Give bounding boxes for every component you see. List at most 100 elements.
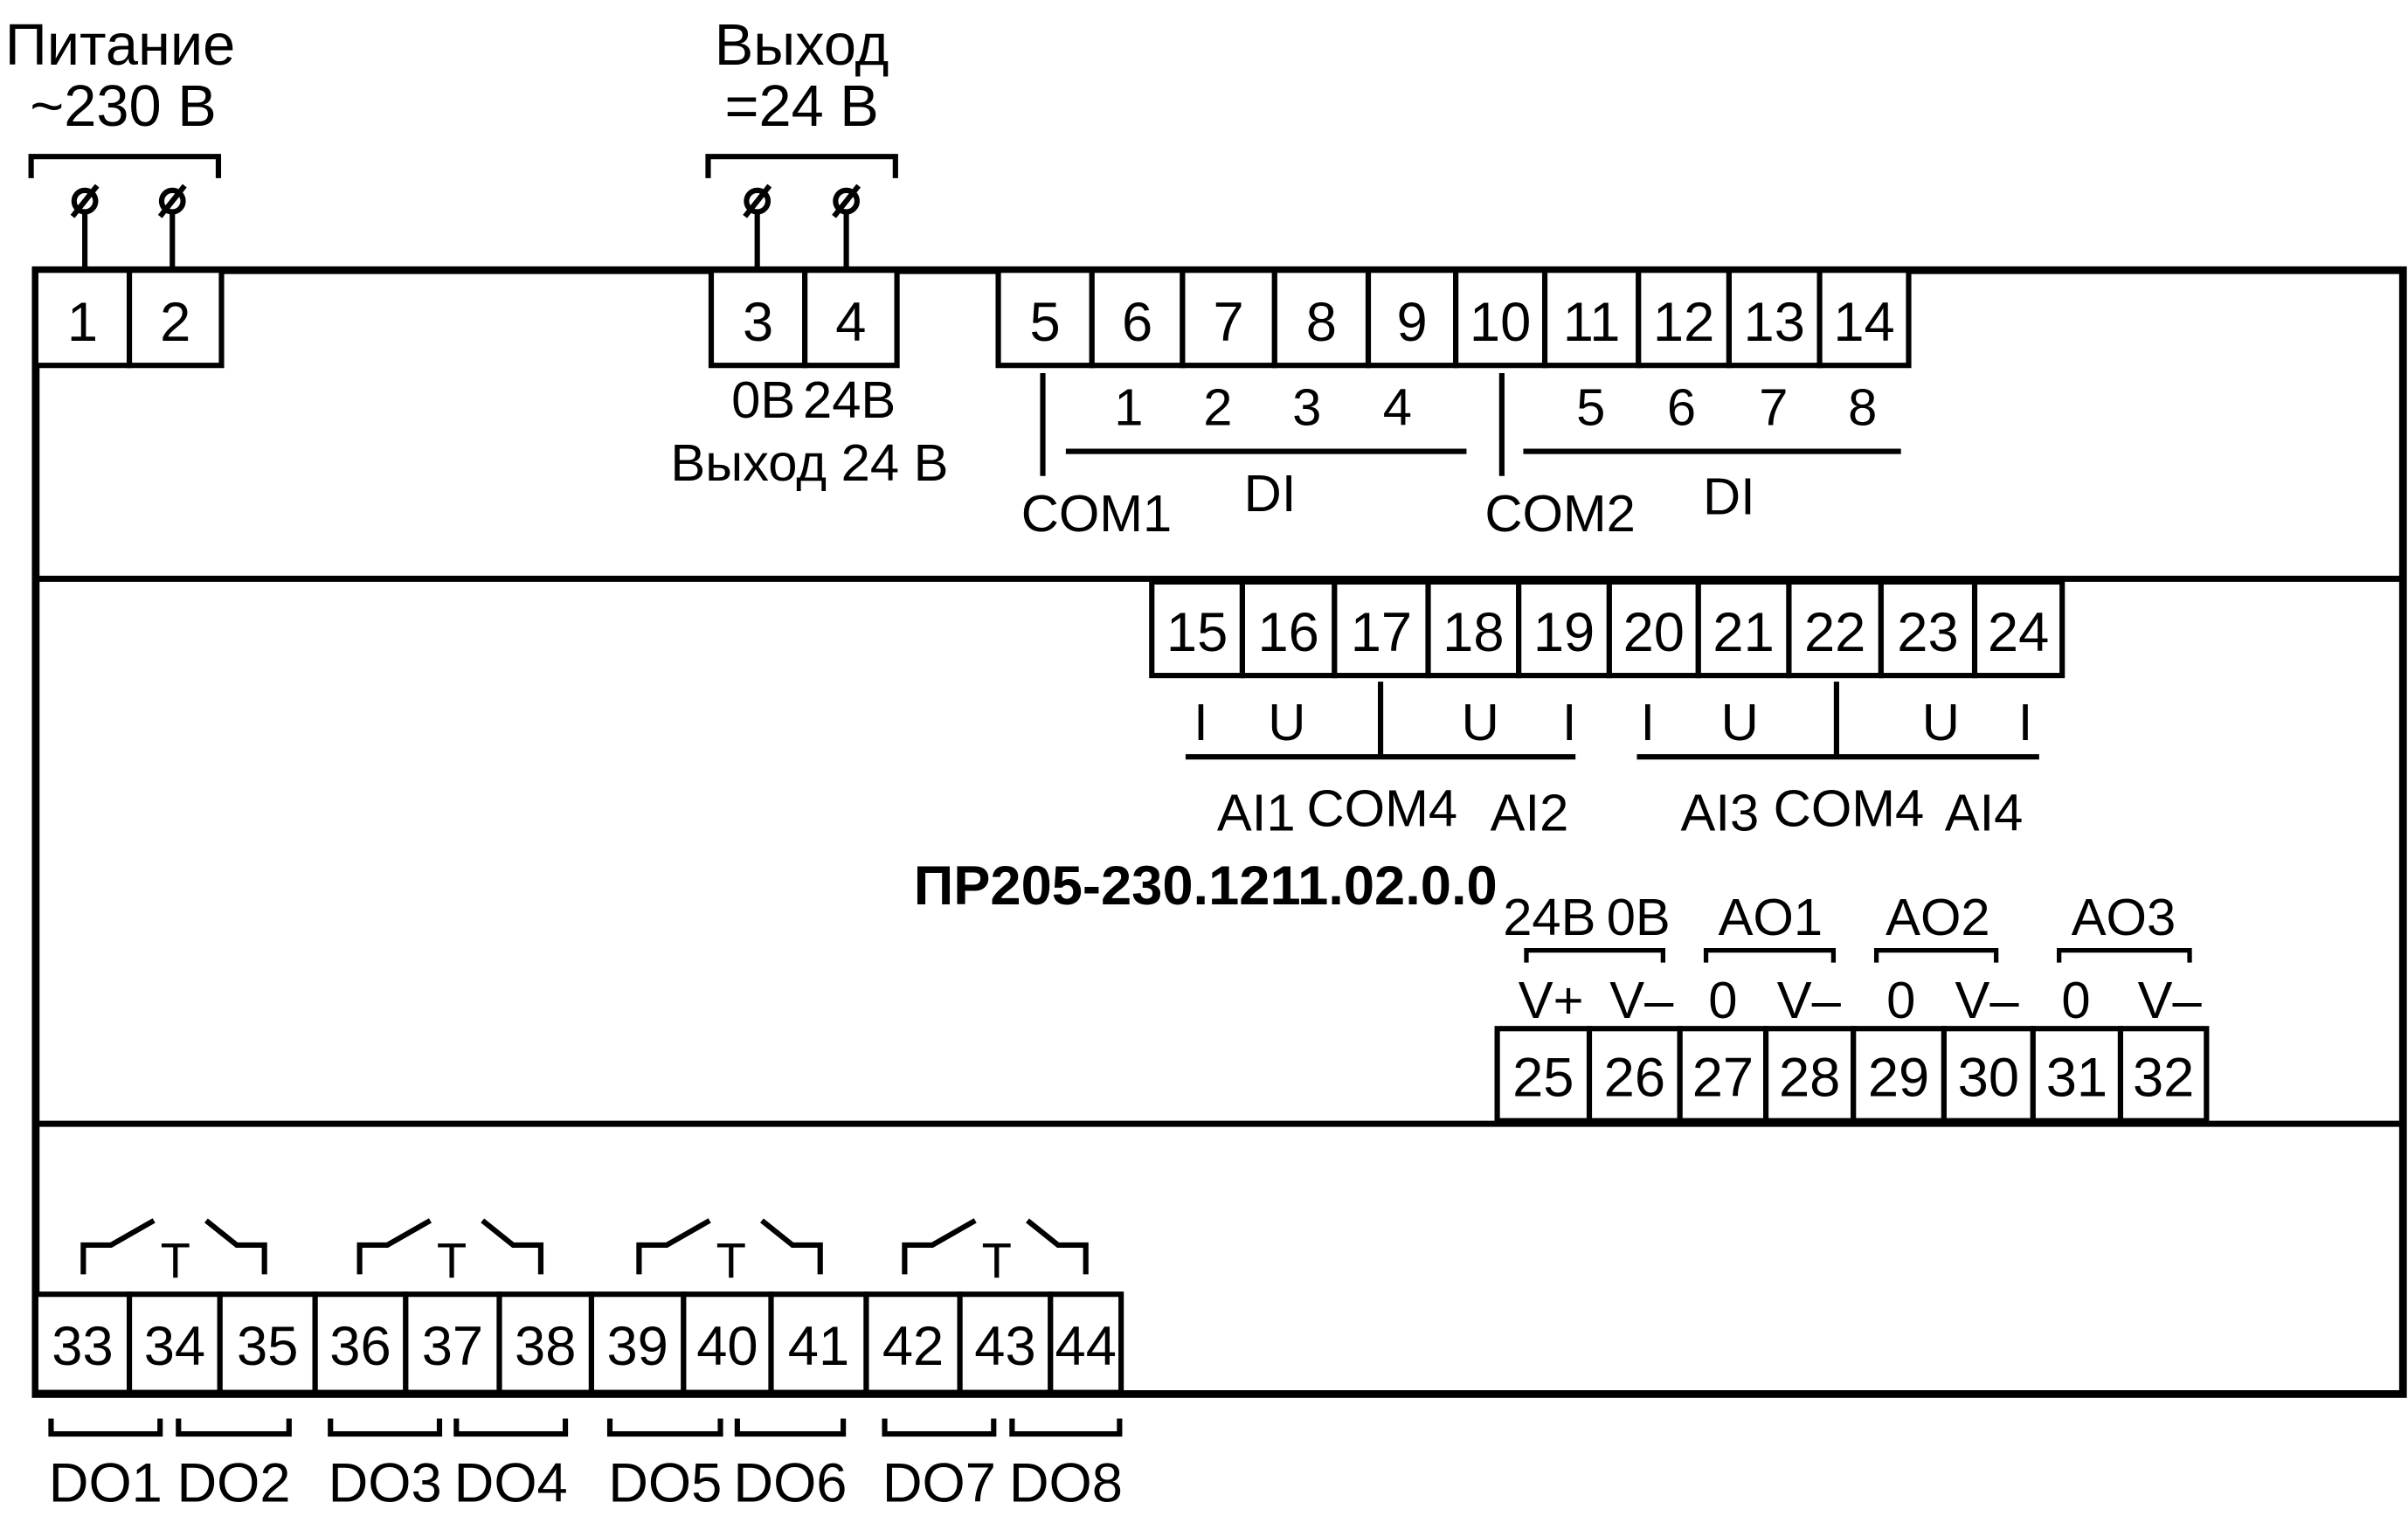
terminal-number: 12	[1653, 292, 1714, 353]
terminal-number: 35	[237, 1316, 298, 1377]
di-input-number: 1	[1114, 378, 1143, 437]
screw-terminal-icon	[70, 183, 100, 271]
terminal-number: 28	[1779, 1048, 1840, 1109]
terminal-number: 40	[696, 1316, 758, 1377]
ai-pin-letter: I	[1194, 693, 1208, 751]
ai-pin-letter: I	[1640, 693, 1655, 751]
terminal-number: 20	[1623, 602, 1685, 663]
terminal-box	[588, 1291, 687, 1395]
ai4-label: AI4	[1945, 784, 2024, 842]
terminal-number: 31	[2046, 1048, 2107, 1109]
terminal-box	[995, 267, 1095, 369]
screw-terminal-icon	[157, 183, 187, 271]
terminal-number: 34	[144, 1316, 205, 1377]
di-input-number: 4	[1383, 378, 1412, 437]
terminal-box	[403, 1291, 502, 1395]
com2-label: COM2	[1484, 484, 1636, 543]
relay-common-symbol: T	[716, 1233, 746, 1288]
relay-common-symbol: T	[161, 1233, 190, 1288]
do-bracket	[882, 1418, 997, 1437]
ao-pin-label: V–	[2138, 971, 2203, 1029]
terminal-box	[1971, 578, 2065, 679]
relay-contact-icon: T	[356, 1218, 544, 1288]
terminal-number: 10	[1470, 292, 1531, 353]
relay-common-symbol: T	[437, 1233, 467, 1288]
terminal-number: 18	[1443, 602, 1504, 663]
terminal-box	[32, 1291, 133, 1395]
do-label: DO2	[177, 1452, 291, 1513]
terminal-box	[1541, 267, 1642, 369]
terminal-number: 27	[1692, 1048, 1754, 1109]
do-label: DO1	[49, 1452, 163, 1513]
do-label: DO8	[1009, 1452, 1123, 1513]
terminal-box	[496, 1291, 595, 1395]
relay-contact-icon: T	[902, 1218, 1089, 1288]
terminal-box	[126, 1291, 223, 1395]
di-input-number: 8	[1848, 378, 1877, 437]
do-label: DO4	[454, 1452, 568, 1513]
output-title-line1: Выход	[715, 13, 889, 78]
com4-left-label: COM4	[1307, 779, 1458, 837]
terminal-number: 14	[1833, 292, 1894, 353]
terminal-number: 17	[1351, 602, 1412, 663]
terminal-number: 5	[1030, 292, 1061, 353]
terminal-number: 4	[835, 292, 866, 353]
terminal-box	[1239, 578, 1338, 679]
terminal-number: 19	[1533, 602, 1595, 663]
terminal-box	[802, 267, 900, 369]
terminal-number: 8	[1306, 292, 1337, 353]
terminal-box	[1786, 578, 1884, 679]
relay-contact-icon: T	[636, 1218, 823, 1288]
di-input-number: 6	[1667, 378, 1696, 437]
terminal-box	[1695, 578, 1792, 679]
device-body	[31, 266, 2407, 1398]
output-bracket	[705, 154, 898, 178]
do-label: DO5	[608, 1452, 722, 1513]
do-bracket	[1009, 1418, 1123, 1437]
terminal-box	[1048, 1291, 1124, 1395]
output-title-line2: =24 В	[725, 74, 879, 139]
ao-pin-label: V–	[1777, 971, 1842, 1029]
terminal-box	[1425, 578, 1522, 679]
do-bracket	[606, 1418, 723, 1437]
terminal-number: 24	[1988, 602, 2049, 663]
ai-pin-letter: I	[1562, 693, 1577, 751]
do-bracket	[176, 1418, 292, 1437]
ao-0v-label: 0В	[1607, 888, 1671, 946]
ao-pin-label: 0	[2061, 971, 2090, 1029]
output-caption: Выход 24 В	[670, 433, 948, 492]
ai-pin-letter: I	[2018, 693, 2033, 751]
terminal-number: 21	[1713, 602, 1774, 663]
do-bracket	[328, 1418, 443, 1437]
relay-contact-icon: T	[80, 1218, 267, 1288]
di1-label: DI	[1244, 464, 1297, 523]
terminal-box	[217, 1291, 318, 1395]
ao2-label: AO2	[1886, 888, 1990, 946]
di-input-number: 3	[1292, 378, 1321, 437]
power-title-line1: Питание	[5, 13, 235, 78]
do-label: DO3	[329, 1452, 442, 1513]
terminal-box	[863, 1291, 963, 1395]
relay-common-symbol: T	[982, 1233, 1012, 1288]
terminal-number: 16	[1257, 602, 1318, 663]
terminal-box	[1586, 1026, 1683, 1124]
do-label: DO6	[733, 1452, 847, 1513]
terminal-box	[1726, 267, 1823, 369]
ai3-label: AI3	[1681, 784, 1760, 842]
terminal-number: 25	[1512, 1048, 1574, 1109]
ao3-label: AO3	[2072, 888, 2176, 946]
terminal-number: 3	[743, 292, 773, 353]
screw-terminal-icon	[832, 183, 861, 271]
do-bracket	[734, 1418, 847, 1437]
terminal-number: 32	[2133, 1048, 2194, 1109]
terminal-number: 22	[1804, 602, 1865, 663]
terminal-box	[1636, 267, 1732, 369]
terminal-number: 36	[329, 1316, 391, 1377]
terminal-number: 15	[1166, 602, 1228, 663]
terminal-number: 7	[1214, 292, 1244, 353]
